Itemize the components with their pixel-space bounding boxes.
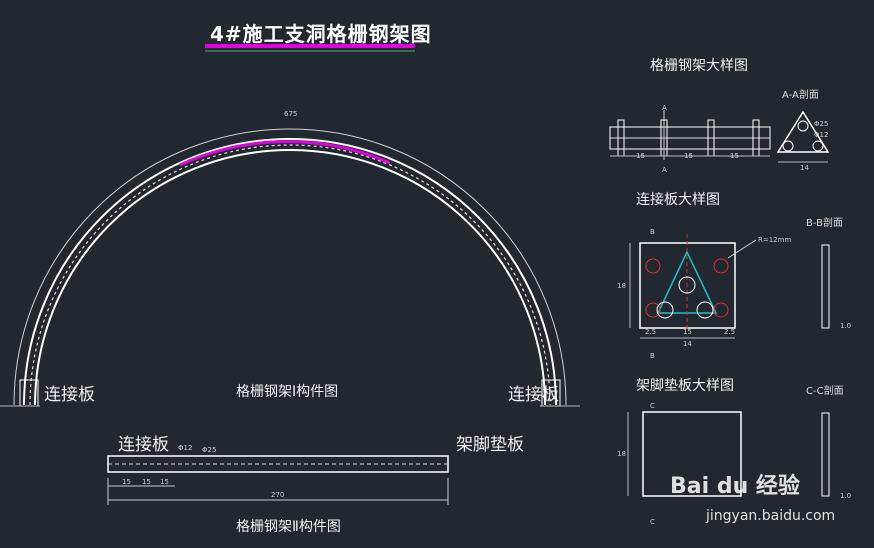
- section-a-width: 14: [800, 164, 809, 172]
- watermark-url: jingyan.baidu.com: [706, 508, 836, 524]
- truss-dim-3: 15: [730, 152, 739, 160]
- beam-dim-2: 15: [142, 478, 151, 486]
- truss-section-mark-bottom: A: [662, 166, 667, 174]
- section-b-plate: [821, 244, 830, 329]
- arch-right-plate-label: 连接板: [508, 385, 559, 405]
- drawing-title: 4#施工支洞格栅钢架图: [210, 22, 432, 46]
- section-a-title: A-A剖面: [782, 90, 819, 101]
- section-c-plate: [821, 412, 830, 497]
- section-a-rebar-b: Φ12: [814, 131, 829, 139]
- section-b-title: B-B剖面: [806, 218, 843, 229]
- foot-detail-title: 架脚垫板大样图: [636, 378, 734, 394]
- part1-title: 格栅钢架Ⅰ构件图: [236, 384, 339, 400]
- arch-inner-chord: [34, 149, 546, 406]
- truss-detail: [609, 110, 771, 160]
- arch-crown-highlight: [179, 140, 391, 167]
- plate-section-mark-bottom: B: [650, 352, 655, 360]
- plate-section-mark-top: B: [650, 228, 655, 236]
- arch-outer-chord: [23, 138, 557, 406]
- truss-dim-1: 15: [636, 152, 645, 160]
- beam-rebar-a: Φ12: [178, 444, 193, 452]
- foot-height: 18: [617, 450, 626, 458]
- plate-sub-dim-1: 2.5: [645, 328, 657, 336]
- plate-sub-dim-2: 15: [683, 328, 692, 336]
- foot-plate: [642, 411, 742, 497]
- beam-dim-1: 15: [122, 478, 131, 486]
- section-a-rebar-a: Φ25: [814, 120, 829, 128]
- beam-rebar-b: Φ25: [202, 446, 217, 454]
- plate-width: 14: [683, 340, 692, 348]
- plate-height: 18: [617, 282, 626, 290]
- truss-detail-title: 格栅钢架大样图: [650, 58, 748, 74]
- plate-sub-dim-3: 2.5: [724, 328, 736, 336]
- beam-dim-3: 15: [160, 478, 169, 486]
- section-b-thickness: 1.0: [840, 322, 852, 330]
- plate-radius-label: R=12mm: [758, 236, 792, 244]
- beam-left-label: 连接板: [118, 435, 169, 455]
- section-c-thickness: 1.0: [840, 492, 852, 500]
- foot-section-mark-bottom: C: [650, 518, 655, 526]
- beam-total-dimension: 270: [271, 491, 285, 499]
- arch-span-dimension: 675: [284, 110, 298, 118]
- section-c-title: C-C剖面: [806, 386, 844, 397]
- beam-right-label: 架脚垫板: [456, 435, 524, 455]
- truss-dim-2: 15: [684, 152, 693, 160]
- arch-dimension-line: [13, 128, 567, 406]
- watermark-brand: Bai du 经验: [670, 474, 800, 499]
- arch-left-plate-label: 连接板: [44, 385, 95, 405]
- arch-web: [29, 144, 551, 406]
- beam-truss: [107, 455, 449, 473]
- foot-section-mark-top: C: [650, 402, 655, 410]
- plate-detail-title: 连接板大样图: [636, 192, 720, 208]
- section-a-triangle: [776, 110, 830, 163]
- truss-section-mark-top: A: [662, 104, 667, 112]
- part2-title: 格栅钢架Ⅱ构件图: [236, 519, 341, 535]
- plate-detail: [629, 234, 757, 339]
